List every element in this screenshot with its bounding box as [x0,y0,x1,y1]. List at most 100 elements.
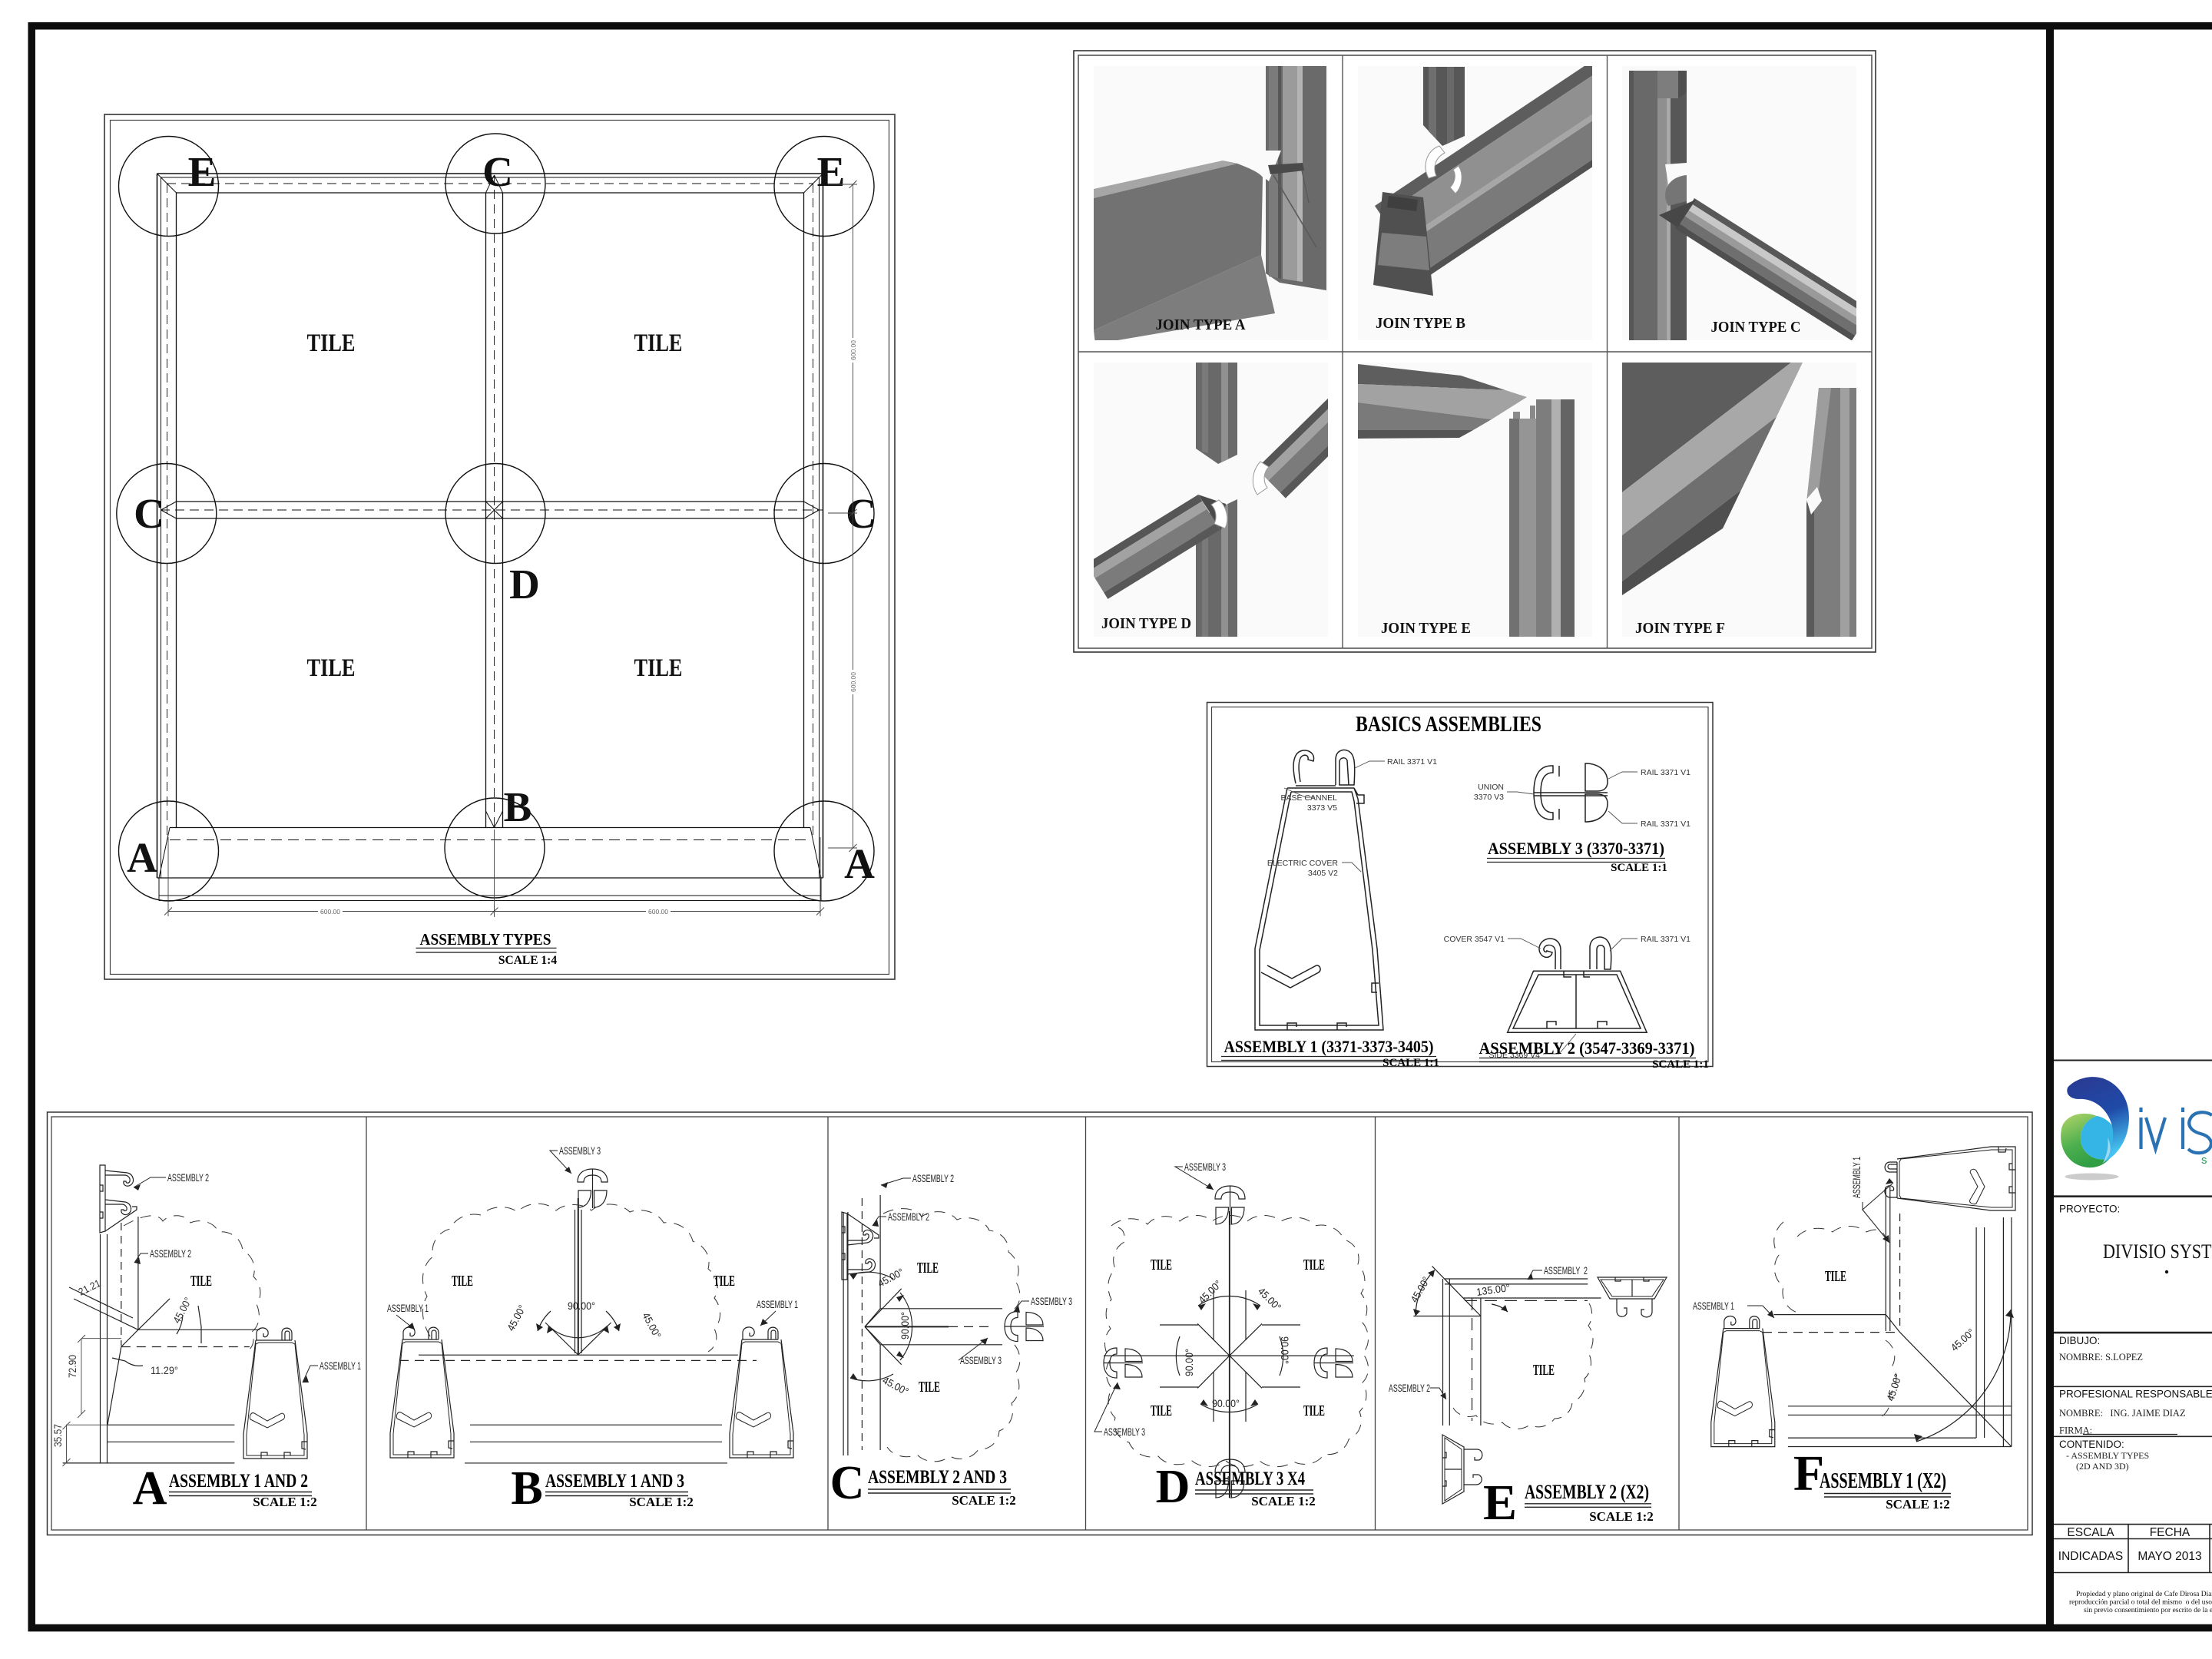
svg-text:NOMBRE: ING. JAIME DIAZ: NOMBRE: ING. JAIME DIAZ [2059,1408,2186,1419]
svg-text:TILE: TILE [1825,1268,1846,1285]
svg-text:3405 V2: 3405 V2 [1308,869,1338,878]
svg-text:FIRMA:: FIRMA: [2059,1425,2092,1435]
svg-text:SCALE 1:2: SCALE 1:2 [629,1495,694,1509]
svg-text:TILE: TILE [452,1273,473,1290]
svg-text:ASSEMBLY 3: ASSEMBLY 3 [960,1355,1002,1366]
svg-text:JOIN TYPE A: JOIN TYPE A [1156,316,1247,333]
svg-text:RAIL 3371 V1: RAIL 3371 V1 [1641,820,1690,829]
svg-text:SCALE 1:2: SCALE 1:2 [952,1493,1016,1508]
svg-text:ASSEMBLY 3 X4: ASSEMBLY 3 X4 [1195,1469,1305,1489]
svg-text:3370 V3: 3370 V3 [1474,793,1504,802]
svg-text:ASSEMBLY 1: ASSEMBLY 1 [320,1360,361,1372]
svg-text:600.00: 600.00 [849,672,857,692]
svg-text:JOIN TYPE F: JOIN TYPE F [1635,620,1725,637]
svg-text:SCALE 1:2: SCALE 1:2 [1589,1509,1654,1524]
svg-text:BASICS ASSEMBLIES: BASICS ASSEMBLIES [1356,713,1541,737]
svg-text:reproducción parcial o total d: reproducción parcial o total del mismo o… [2069,1599,2212,1607]
svg-text:ASSEMBLY 2 (X2): ASSEMBLY 2 (X2) [1525,1481,1649,1503]
svg-text:ASSEMBLY 2: ASSEMBLY 2 [1389,1382,1430,1394]
svg-text:72.90: 72.90 [67,1355,78,1378]
svg-text:ELECTRIC COVER: ELECTRIC COVER [1267,859,1339,868]
svg-text:ASSEMBLY 2: ASSEMBLY 2 [1544,1265,1588,1277]
svg-text:600.00: 600.00 [320,908,340,916]
svg-text:E: E [1483,1475,1517,1531]
svg-text:DIBUJO:: DIBUJO: [2059,1335,2100,1346]
svg-text:ASSEMBLY 1: ASSEMBLY 1 [387,1303,429,1314]
svg-text:ASSEMBLY 1: ASSEMBLY 1 [757,1299,798,1310]
svg-text:INDICADAS: INDICADAS [2058,1550,2123,1563]
svg-text:ASSEMBLY 2: ASSEMBLY 2 [888,1211,929,1223]
svg-text:ASSEMBLY 2: ASSEMBLY 2 [912,1173,954,1184]
svg-text:UNION: UNION [1478,783,1504,792]
svg-text:SCALE 1:2: SCALE 1:2 [253,1495,317,1509]
svg-text:B: B [511,1462,542,1515]
svg-text:JOIN TYPE D: JOIN TYPE D [1101,615,1191,632]
svg-text:ASSEMBLY 1 AND 3: ASSEMBLY 1 AND 3 [545,1471,684,1492]
svg-text:(2D AND 3D): (2D AND 3D) [2076,1461,2129,1472]
svg-text:sin previo consentimiento por: sin previo consentimiento por escrito de… [2084,1607,2212,1614]
svg-text:ASSEMBLY 1 AND 2: ASSEMBLY 1 AND 2 [169,1471,308,1492]
svg-text:90.00°: 90.00° [568,1300,595,1312]
svg-text:RAIL 3371 V1: RAIL 3371 V1 [1641,768,1690,777]
svg-text:C: C [846,490,876,537]
svg-text:ASSEMBLY 3: ASSEMBLY 3 [559,1145,601,1157]
svg-text:SCALE 1:2: SCALE 1:2 [1251,1494,1316,1508]
svg-text:135.00°: 135.00° [1475,1282,1511,1298]
svg-text:ASSEMBLY 2: ASSEMBLY 2 [150,1248,191,1260]
svg-text:SCALE 1:1: SCALE 1:1 [1382,1057,1439,1069]
svg-text:RAIL 3371 V1: RAIL 3371 V1 [1641,935,1690,944]
svg-text:C: C [830,1457,865,1509]
svg-text:C: C [482,148,513,195]
svg-text:ASSEMBLY 1 (3371-3373-3405): ASSEMBLY 1 (3371-3373-3405) [1224,1037,1434,1056]
svg-text:ESCALA: ESCALA [2067,1526,2114,1539]
svg-text:TILE: TILE [1303,1402,1325,1419]
svg-text:90.00°: 90.00° [899,1312,911,1339]
svg-text:TILE: TILE [919,1379,940,1396]
svg-text:90.00°: 90.00° [1212,1398,1240,1409]
svg-text:COVER 3547 V1: COVER 3547 V1 [1444,935,1505,944]
svg-text:TILE: TILE [714,1273,735,1290]
svg-text:RAIL 3371 V1: RAIL 3371 V1 [1387,757,1437,767]
svg-text:3373 V5: 3373 V5 [1307,803,1337,813]
svg-text:B: B [504,783,532,830]
svg-text:35.57: 35.57 [52,1424,64,1447]
svg-text:ASSEMBLY 2 AND 3: ASSEMBLY 2 AND 3 [868,1467,1007,1488]
svg-text:C: C [134,490,164,537]
svg-text:FECHA: FECHA [2150,1526,2190,1539]
svg-text:600.00: 600.00 [849,340,857,360]
svg-text:SCALE 1:1: SCALE 1:1 [1611,862,1667,874]
svg-text:PROFESIONAL RESPONSABLE:: PROFESIONAL RESPONSABLE: [2059,1389,2212,1400]
svg-text:D: D [1156,1461,1190,1513]
svg-text:ASSEMBLY 2: ASSEMBLY 2 [167,1172,209,1184]
svg-text:A: A [133,1462,167,1515]
svg-text:TILE: TILE [917,1260,939,1277]
svg-text:TILE: TILE [190,1273,212,1290]
svg-text:90.00°: 90.00° [1279,1336,1290,1364]
svg-text:DIVISIO SYSTE: DIVISIO SYSTE [2103,1240,2212,1263]
svg-text:CONTENIDO:: CONTENIDO: [2059,1439,2124,1450]
svg-text:SCALE 1:2: SCALE 1:2 [1886,1497,1950,1512]
svg-text:ASSEMBLY 3: ASSEMBLY 3 [1184,1161,1226,1173]
svg-text:ASSEMBLY TYPES: ASSEMBLY TYPES [420,930,551,949]
svg-text:ASSEMBLY 3: ASSEMBLY 3 [1031,1296,1072,1307]
svg-text:E: E [188,148,217,195]
svg-text:SCALE 1:4: SCALE 1:4 [498,954,557,967]
svg-text:TILE: TILE [1303,1257,1325,1273]
svg-text:TILE: TILE [1151,1257,1172,1273]
svg-text:F: F [1793,1445,1824,1502]
svg-text:600.00: 600.00 [648,908,668,916]
svg-text:TILE: TILE [307,654,356,682]
svg-text:TILE: TILE [634,654,683,682]
svg-text:s: s [2201,1154,2207,1167]
svg-text:ASSEMBLY 3 (3370-3371): ASSEMBLY 3 (3370-3371) [1488,839,1664,858]
svg-text:E: E [817,148,846,195]
svg-text:- ASSEMBLY TYPES: - ASSEMBLY TYPES [2066,1450,2149,1461]
svg-text:ASSEMBLY 2 (3547-3369-3371): ASSEMBLY 2 (3547-3369-3371) [1479,1038,1695,1058]
svg-text:ASSEMBLY 1: ASSEMBLY 1 [1851,1157,1863,1198]
svg-text:JOIN TYPE B: JOIN TYPE B [1376,315,1465,332]
svg-text:SCALE 1:1: SCALE 1:1 [1652,1058,1709,1071]
svg-text:ASSEMBLY 1 (X2): ASSEMBLY 1 (X2) [1820,1469,1946,1493]
svg-text:ASSEMBLY 3: ASSEMBLY 3 [1104,1426,1145,1438]
svg-text:90.00°: 90.00° [1184,1349,1195,1376]
svg-text:Propiedad y plano original de: Propiedad y plano original de Cafe Diros… [2076,1590,2212,1598]
